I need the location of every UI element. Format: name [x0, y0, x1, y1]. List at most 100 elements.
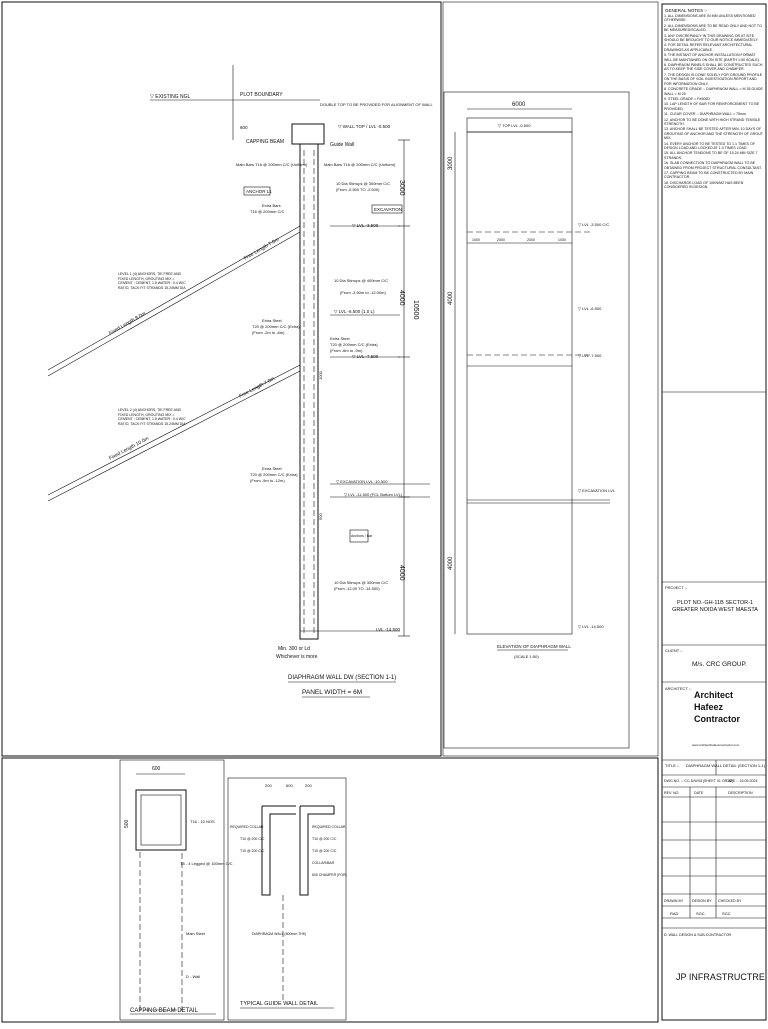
capping-beam-label: CAPPING BEAM: [246, 139, 284, 145]
extra-bars-2b-label: T20 @ 200mm C/C (Extra): [252, 324, 300, 329]
anchor-2-upper: [47, 364, 301, 496]
anchor-label-2-box: [371, 204, 403, 214]
anchor-note-1-box: LEVEL 1 (4) ANCHORS, TIE FREE AND FIXED …: [118, 272, 186, 290]
section-frame: [1, 1, 442, 757]
tb-sign-v1: RAD: [670, 911, 679, 916]
note-item: 12. ANCHOR TO BE DONE WITH HIGH STRAND T…: [664, 117, 761, 126]
stirrups-top-label: 10 Dia Stirrups @ 300mm C/C: [336, 181, 390, 186]
capping-beam-shape: [291, 123, 325, 145]
tb-sign-v3: SGC: [722, 911, 731, 916]
dim-10500: 10500: [412, 300, 419, 320]
stirrups-top-range: (From -0.500 TO -2.500): [336, 187, 380, 192]
tb-sign-h2: DESIGN BY: [692, 899, 712, 903]
guide-dwall-label: DIAPHRAGM WALL (600mm THK): [252, 932, 306, 936]
notes-heading: GENERAL NOTES :-: [665, 8, 708, 13]
extra-bars-3c-label: (From -6m to -9m): [330, 348, 363, 353]
notes-list: 1. ALL DIMENSIONS ARE IN MM UNLESS MENTI…: [664, 14, 764, 190]
lvl-2-label: ▽ LVL -6.500 (1.0 L): [334, 309, 375, 314]
extra-bars-2c-label: (From -2m to -8m): [252, 330, 285, 335]
anchor-note-1: LEVEL 1 (4) ANCHORS, TIE FREE AND FIXED …: [118, 272, 186, 290]
note-item: 9. STEEL GRADE = Fe500D: [664, 96, 710, 101]
elev-bot-lvl: ▽ LVL -14.500: [578, 624, 604, 629]
elev-spacing-4: 1000: [558, 238, 566, 242]
notes-list-box: 1. ALL DIMENSIONS ARE IN MM UNLESS MENTI…: [664, 14, 764, 190]
elev-spacing-3: 2000: [527, 238, 535, 242]
anchor-label-1-box: [243, 186, 271, 196]
note-item: 5. THE INSTANT OF ANCHOR INSTALLATION FO…: [664, 53, 760, 62]
lap-note-2: Whichever is more: [276, 654, 318, 660]
tb-rev-h3: DESCRIPTION: [728, 791, 753, 795]
details-frame: [1, 757, 659, 1023]
anchor-2-lower: [47, 370, 301, 502]
tb-sign-h3: CHECKED BY: [718, 899, 742, 903]
stirrups-bot-label: 10 Dia Stirrups @ 300mm C/C: [334, 580, 388, 585]
tb-architect-line3: Contractor: [694, 714, 740, 724]
dim-1000-label: 1000: [318, 370, 323, 380]
guide-title: TYPICAL GUIDE WALL DETAIL: [240, 1001, 318, 1007]
note-item: 10. LAP LENGTH OF BAR FOR REINFORCEMENT …: [664, 102, 760, 111]
dim-4000b: 4000: [398, 565, 405, 581]
note-item: 13. ANCHOR SHALL BE TESTED AFTER MIN. 10…: [664, 127, 763, 141]
tb-contractor-label: D. WALL DESIGN & SUB-CONTRACTOR: [664, 933, 732, 937]
anchor-1-lower: [47, 231, 301, 377]
capping-width: 600: [152, 766, 161, 772]
note-item: 15. ALL ANCHOR TENDONS TO BE OF 15.24 MM…: [664, 151, 758, 160]
capping-height: 500: [124, 819, 130, 828]
note-item: 6. DIAPHRAGM PANELS SHALL BE CONSTRUCTED…: [664, 63, 763, 72]
capping-detail-frame: [119, 759, 225, 1021]
guide-right-5: 600 CHAMFER (FOR): [312, 873, 347, 877]
guide-wall-label: Guide Wall: [330, 142, 354, 148]
guide-wall-left: [261, 805, 296, 896]
note-item: 4. FOR DETAIL REFER RELEVANT ARCHITECTUR…: [664, 43, 753, 52]
extra-bars-2-label: Extra Steel: [262, 318, 282, 323]
guide-left-3: T10 @ 200 C/C: [240, 849, 265, 853]
extra-bars-4c-label: (From -9m to -12m): [250, 478, 285, 483]
capping-top-bars: T16 - 10 NOS: [190, 819, 215, 824]
tb-architect-label: ARCHITECT :-: [665, 686, 692, 691]
lvl-1-label: ▽ LVL -3.500: [352, 223, 379, 228]
tb-architect-line1: Architect: [694, 690, 733, 700]
section-subtitle: PANEL WIDTH = 6M: [302, 689, 362, 696]
lvl-3-label: ▽ LVL -7.500: [352, 354, 379, 359]
capping-links: T8 - 4 Legged @ 150mm C/C: [180, 861, 233, 866]
dim-600-label: 600: [240, 125, 248, 130]
anchor-note-2-box: LEVEL 2 (4) ANCHORS, TIE FREE AND FIXED …: [118, 408, 186, 426]
capping-dwall: [139, 849, 183, 1011]
anchor-label-1: ANCHOR L1: [246, 189, 272, 194]
guide-right-1: REQUIRED COLLAR: [312, 825, 346, 829]
top-of-wall-label: ▽ WALL TOP / LVL -0.500: [338, 124, 391, 129]
extra-bars-1b-label: T16 @ 200mm C/C: [250, 209, 285, 214]
elev-anc-lvl-3: ▽ LVL -7.500: [578, 353, 602, 358]
elev-spacing-2: 2000: [497, 238, 505, 242]
dim-4000a: 4000: [398, 290, 405, 306]
middle-frame: [442, 1, 659, 757]
guide-right-2: T10 @ 200 C/C: [312, 837, 337, 841]
note-item: 3. ANY DISCREPANCY IN THIS DRAWING OR AT…: [664, 33, 759, 43]
elev-spacings: 1000 2000 2000 1000: [472, 238, 566, 242]
elev-spacing-1: 1000: [472, 238, 480, 242]
tb-sign-h1: DRAWN BY: [664, 899, 684, 903]
note-item: 14. EVERY ANCHOR TO BE TESTED TO 1.1 TIM…: [664, 141, 755, 150]
tb-sign-v2: SGC: [696, 911, 705, 916]
tb-project-label: PROJECT :-: [665, 585, 688, 590]
tb-dwg-no: DWG NO. :- CC-D/W/01(SHEET 01 OF 02): [664, 779, 733, 783]
lvl-5-label: ▽ LVL -11.500 (FCL Bottom LVL): [344, 492, 403, 497]
diaphragm-wall-body: [299, 143, 319, 640]
elev-scale: (SCALE 1:50): [514, 654, 539, 659]
tb-contractor: JP INFRASTRUCTRE: [676, 972, 765, 982]
guide-dim-3: 200: [305, 783, 312, 788]
elev-dim-bot: 4000: [448, 556, 454, 570]
stirrups-mid-range: (From -3.50m to -12.00m): [340, 290, 386, 295]
guide-dim-2: 600: [286, 783, 293, 788]
tb-rev-h2: DATE: [694, 791, 704, 795]
capping-dwall-label: D - Wall: [186, 974, 200, 979]
extra-bars-3-label: Extra Steel: [330, 336, 350, 341]
note-item: 8. CONCRETE GRADE :- DIAPHRAGM WALL = M …: [664, 87, 763, 96]
tb-architect-website: www.architecthafeezcontractor.com: [692, 743, 740, 747]
tb-project-box: PLOT NO.-GH-11B SECTOR-1 GREATER NOIDA W…: [672, 600, 758, 613]
tb-project: PLOT NO.-GH-11B SECTOR-1 GREATER NOIDA W…: [672, 600, 758, 613]
guide-detail-frame: [227, 777, 347, 1021]
lvl-4-label: ▽ EXCAVATION LVL -10.500: [336, 479, 388, 484]
note-item: 11. CLEAR COVER :- DIAPHRAGM WALL = 75mm: [664, 112, 747, 117]
